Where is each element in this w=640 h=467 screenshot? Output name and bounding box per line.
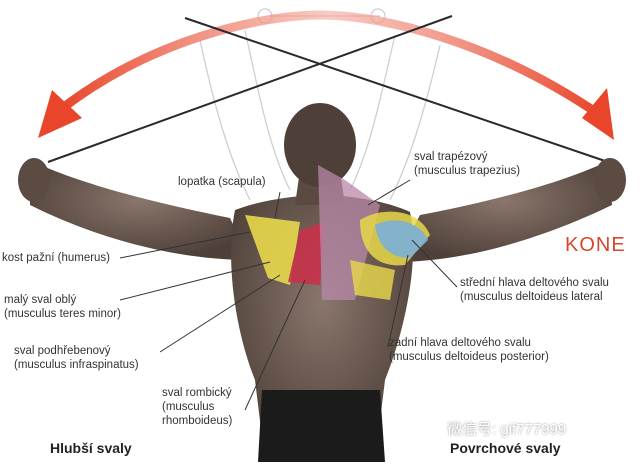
label-teres-minor: malý sval oblý (musculus teres minor) <box>4 294 121 320</box>
label-infraspinatus: sval podhřebenový (musculus infraspinatu… <box>14 345 139 371</box>
motion-arrows <box>38 10 614 140</box>
arrow-right-head <box>582 88 614 140</box>
arrow-left-head <box>38 90 82 138</box>
label-trapezius: sval trapézový (musculus trapezius) <box>414 151 521 177</box>
leader-lines <box>119 179 458 411</box>
corner-text: KONE <box>565 234 626 256</box>
deltoid-lateral-muscle <box>375 220 428 258</box>
body <box>18 103 626 462</box>
label-deltoid-lateral: střední hlava deltového svalu (musculus … <box>460 277 609 303</box>
teres-minor-muscle <box>350 260 395 300</box>
label-rhomboideus: sval rombický (musculus rhomboideus) <box>162 387 233 427</box>
infraspinatus-muscle <box>245 215 300 285</box>
label-deltoid-posterior: zadní hlava deltového svalu (musculus de… <box>389 337 549 363</box>
caption-surface-muscles: Povrchové svaly <box>450 440 561 456</box>
label-scapula: lopatka (scapula) <box>178 176 266 188</box>
cables <box>47 15 609 163</box>
trapezius-muscle <box>318 165 380 300</box>
watermark: 微信号: gif777999 <box>447 421 567 438</box>
rhomboid-muscle <box>288 222 325 285</box>
label-humerus: kost pažní (humerus) <box>2 252 111 264</box>
muscles <box>245 165 430 300</box>
caption-deep-muscles: Hlubší svaly <box>50 440 132 456</box>
